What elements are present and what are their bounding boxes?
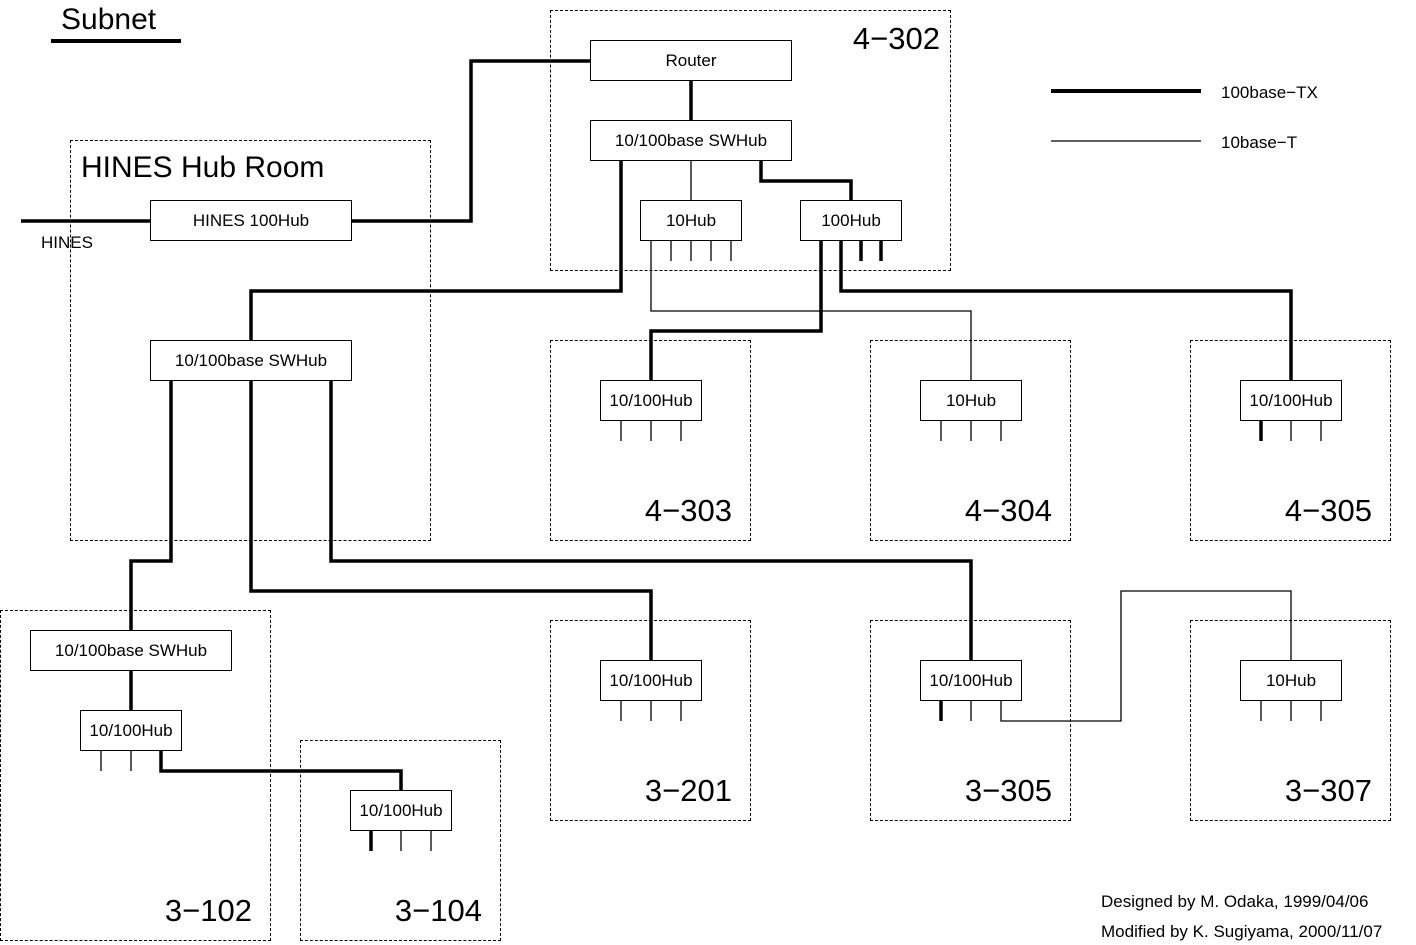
diagram-title: Subnet <box>61 3 157 36</box>
room-4-304: 4−304 <box>870 340 1071 541</box>
room-hines-hub-room: HINES Hub Room <box>70 140 431 541</box>
room-3-307: 3−307 <box>1190 620 1391 821</box>
switch-hub-4-302[interactable]: 10/100base SWHub <box>590 120 792 161</box>
designed-by-credit: Designed by M. Odaka, 1999/04/06 <box>1101 892 1369 911</box>
room-label: 3−201 <box>644 773 732 808</box>
hub-4-304[interactable]: 10Hub <box>920 380 1022 421</box>
room-label: 3−307 <box>1284 773 1372 808</box>
hines-100hub-box[interactable]: HINES 100Hub <box>150 200 352 241</box>
link-hines100hub-router <box>351 59 591 223</box>
link-100hub-hub4305 <box>839 241 1293 381</box>
hub-3-104[interactable]: 10/100Hub <box>350 790 452 831</box>
link-swhub4302-100hub <box>759 161 853 201</box>
router-box[interactable]: Router <box>590 40 792 81</box>
hub-4-303[interactable]: 10/100Hub <box>600 380 702 421</box>
modified-by-credit: Modified by K. Sugiyama, 2000/11/07 <box>1101 922 1383 941</box>
room-label: 4−305 <box>1284 493 1372 528</box>
room-3-102: 3−102 <box>0 610 271 941</box>
room-label: 3−104 <box>394 893 482 928</box>
room-3-104: 3−104 <box>300 740 501 941</box>
legend-thick-label: 100base−TX <box>1221 83 1318 102</box>
external-network-label: HINES <box>41 233 93 252</box>
room-3-305: 3−305 <box>870 620 1071 821</box>
room-label: 3−102 <box>164 893 252 928</box>
room-4-303: 4−303 <box>550 340 751 541</box>
room-label: 3−305 <box>964 773 1052 808</box>
hub-10-4-302[interactable]: 10Hub <box>640 200 742 241</box>
hub-100-4-302[interactable]: 100Hub <box>800 200 902 241</box>
switch-hub-hub-room[interactable]: 10/100base SWHub <box>150 340 352 381</box>
link-swhubhubroom-swhub3102 <box>129 381 173 631</box>
room-label: HINES Hub Room <box>81 151 325 184</box>
link-swhub4302-swhubhubroom <box>249 161 623 341</box>
link-10hub-hub4304 <box>650 241 972 381</box>
legend-thin-label: 10base−T <box>1221 133 1298 152</box>
hub-3-201[interactable]: 10/100Hub <box>600 660 702 701</box>
room-label: 4−304 <box>964 493 1052 528</box>
room-label: 4−303 <box>644 493 732 528</box>
link-swhubhubroom-hub3201 <box>249 381 653 661</box>
room-4-302: 4−302 <box>550 10 951 271</box>
hub-3-305[interactable]: 10/100Hub <box>920 660 1022 701</box>
room-4-305: 4−305 <box>1190 340 1391 541</box>
hub-3-307[interactable]: 10Hub <box>1240 660 1342 701</box>
room-3-201: 3−201 <box>550 620 751 821</box>
link-hub3102-hub3104 <box>159 751 403 791</box>
switch-hub-3-102[interactable]: 10/100base SWHub <box>30 630 232 671</box>
link-swhubhubroom-hub3305 <box>329 381 973 661</box>
link-100hub-hub4303 <box>649 241 823 381</box>
hub-3-102[interactable]: 10/100Hub <box>80 710 182 751</box>
link-hub3305-hub3307 <box>1000 590 1292 722</box>
room-label: 4−302 <box>852 21 940 56</box>
hub-4-305[interactable]: 10/100Hub <box>1240 380 1342 421</box>
